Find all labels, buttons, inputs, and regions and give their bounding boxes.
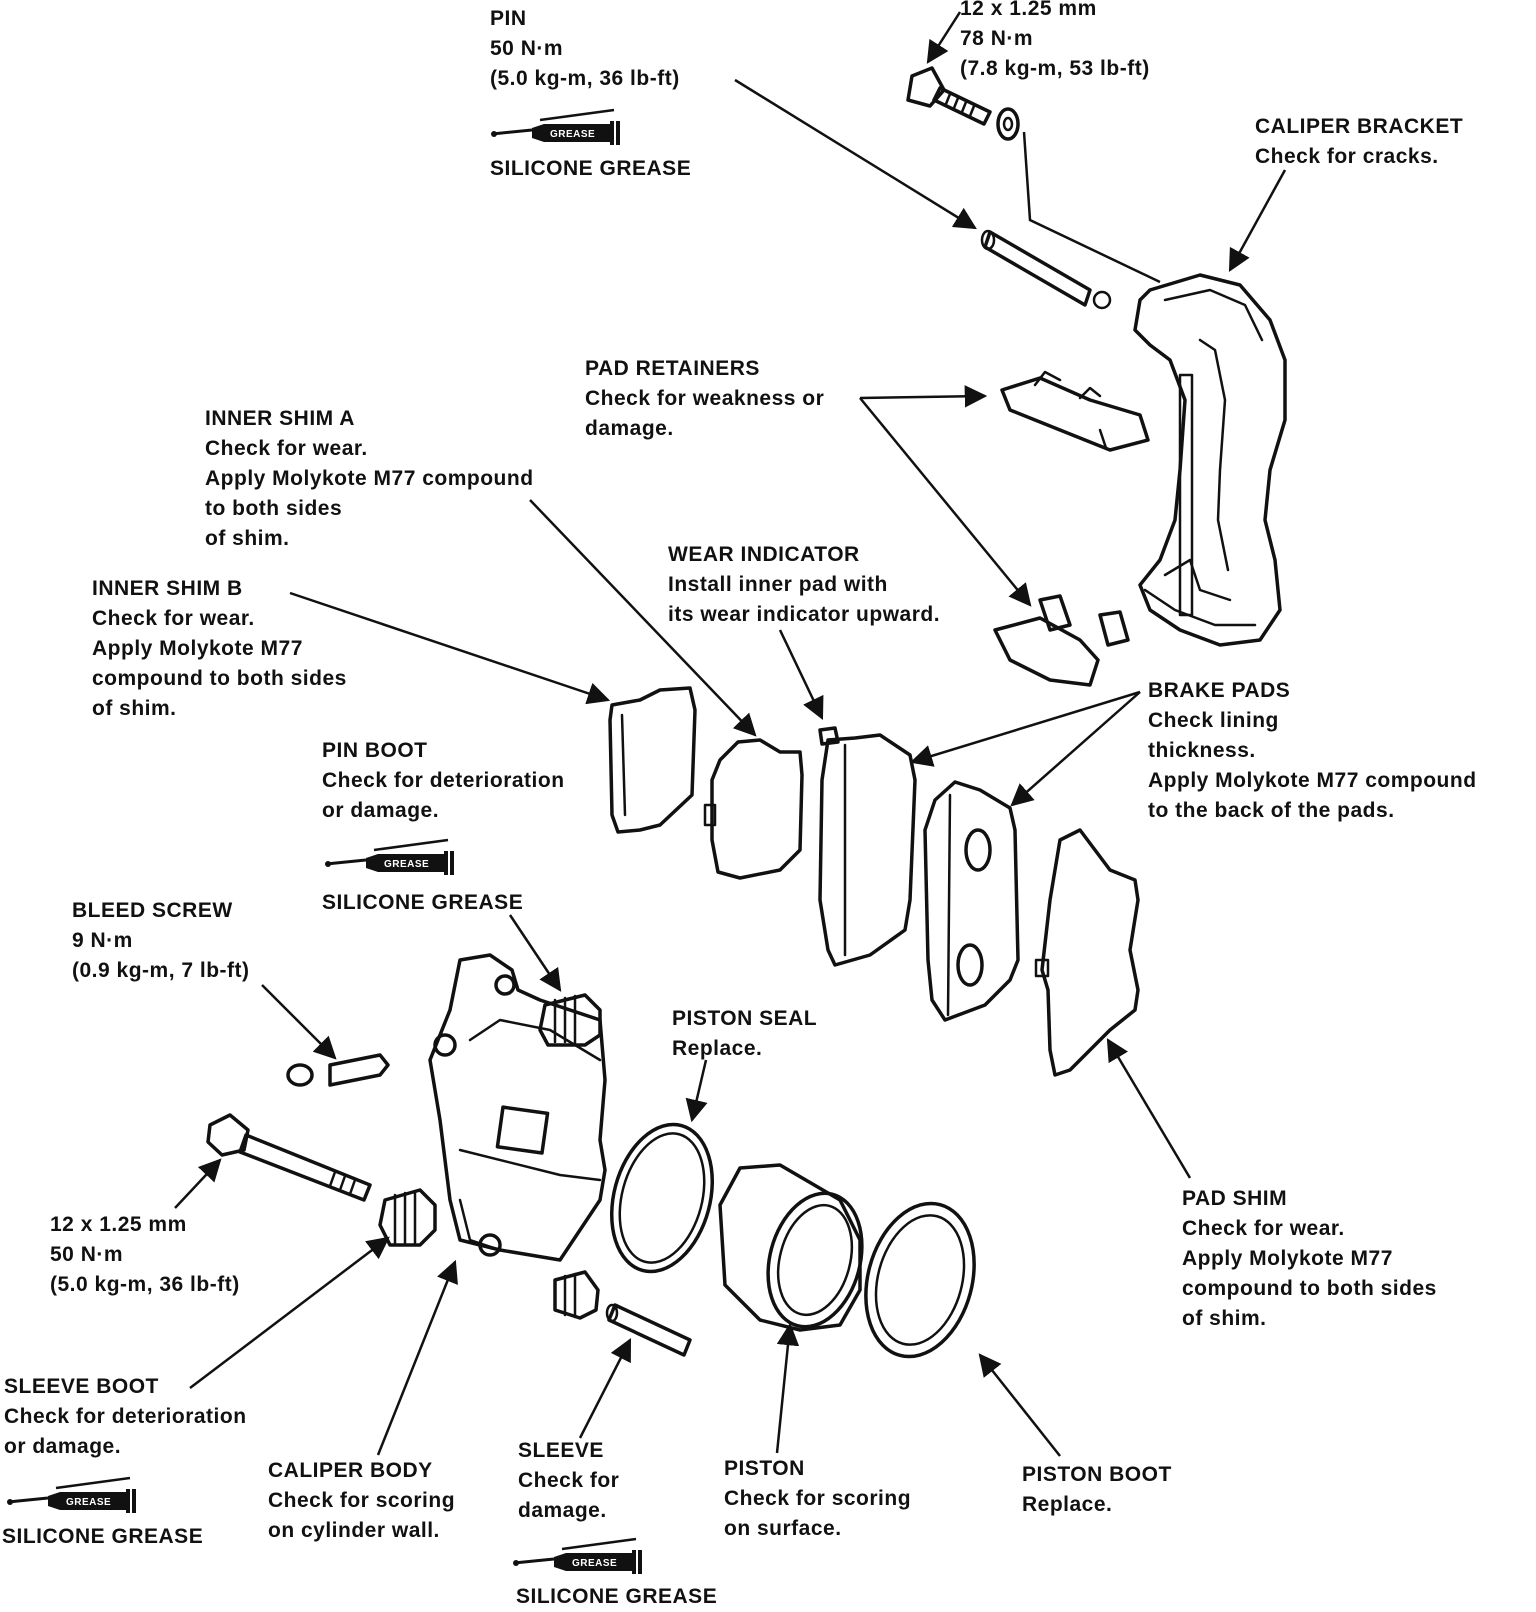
caliper-pin: [980, 229, 1112, 310]
pad-retainer-lower: [993, 594, 1130, 687]
label-inner-shim-a: INNER SHIM A Check for wear. Apply Molyk…: [205, 407, 534, 550]
brake-pad-outer: [923, 780, 1020, 1022]
caliper-bracket: [1133, 273, 1287, 647]
sleeve: [605, 1303, 692, 1357]
caliper-body: [428, 953, 607, 1262]
label-pad-retainers: PAD RETAINERS Check for weakness or dama…: [585, 357, 825, 440]
inner-shim-b: [608, 686, 697, 834]
bolt-top: [906, 66, 1161, 284]
label-pad-shim: PAD SHIM Check for wear. Apply Molykote …: [1182, 1187, 1437, 1330]
piston-seal: [609, 1122, 715, 1274]
grease-tube-icon: GREASE: [323, 838, 456, 877]
sleeve-boot: [378, 1188, 437, 1247]
label-caliper-body: CALIPER BODY Check for scoring on cylind…: [268, 1459, 456, 1542]
label-pin-boot-silicone-grease: SILICONE GREASE: [322, 891, 524, 914]
label-bleed-screw: BLEED SCREW 9 N·m (0.9 kg-m, 7 lb-ft): [72, 899, 250, 982]
piston-boot: [864, 1201, 976, 1359]
label-sleeve-boot: SLEEVE BOOT Check for deterioration or d…: [4, 1375, 247, 1458]
bleed-screw: [286, 1053, 390, 1087]
label-brake-pads: BRAKE PADS Check lining thickness. Apply…: [1148, 679, 1477, 822]
svg-text:GREASE: GREASE: [550, 129, 595, 140]
label-pin-boot: PIN BOOT Check for deterioration or dama…: [322, 739, 565, 822]
pad-retainer-upper: [1000, 370, 1150, 452]
label-piston-seal: PISTON SEAL Replace.: [672, 1007, 818, 1060]
brake-pad-inner: [818, 726, 917, 967]
label-sleeve: SLEEVE Check for damage.: [518, 1439, 620, 1522]
leader-lines: [174, 11, 1287, 1457]
label-inner-shim-b: INNER SHIM B Check for wear. Apply Molyk…: [92, 577, 347, 720]
label-wear-indicator: WEAR INDICATOR Install inner pad with it…: [668, 543, 941, 626]
grease-tube-icon: GREASE: [511, 1537, 644, 1576]
sleeve-rubber-boot: [553, 1270, 600, 1320]
label-pin: PIN 50 N·m (5.0 kg-m, 36 lb-ft): [490, 7, 680, 90]
bolt-bottom: [206, 1113, 372, 1202]
label-piston-boot: PISTON BOOT Replace.: [1022, 1463, 1172, 1516]
inner-shim-a: [703, 738, 804, 880]
svg-text:GREASE: GREASE: [66, 1497, 111, 1508]
pad-shim: [1034, 828, 1140, 1077]
piston: [718, 1163, 864, 1332]
grease-tube-icon: GREASE: [489, 108, 622, 147]
label-bolt-top: 12 x 1.25 mm 78 N·m (7.8 kg-m, 53 lb-ft): [960, 0, 1150, 80]
label-caliper-bracket: CALIPER BRACKET Check for cracks.: [1255, 115, 1464, 168]
grease-tube-icon: GREASE: [5, 1476, 138, 1515]
label-pin-silicone-grease: SILICONE GREASE: [490, 157, 692, 180]
pin-boot: [538, 993, 602, 1047]
label-bolt-bottom: 12 x 1.25 mm 50 N·m (5.0 kg-m, 36 lb-ft): [50, 1213, 240, 1296]
label-sleeve-boot-silicone-grease: SILICONE GREASE: [2, 1525, 204, 1548]
svg-text:GREASE: GREASE: [572, 1558, 617, 1569]
label-piston: PISTON Check for scoring on surface.: [724, 1457, 912, 1540]
svg-text:GREASE: GREASE: [384, 859, 429, 870]
label-sleeve-silicone-grease: SILICONE GREASE: [516, 1585, 718, 1608]
